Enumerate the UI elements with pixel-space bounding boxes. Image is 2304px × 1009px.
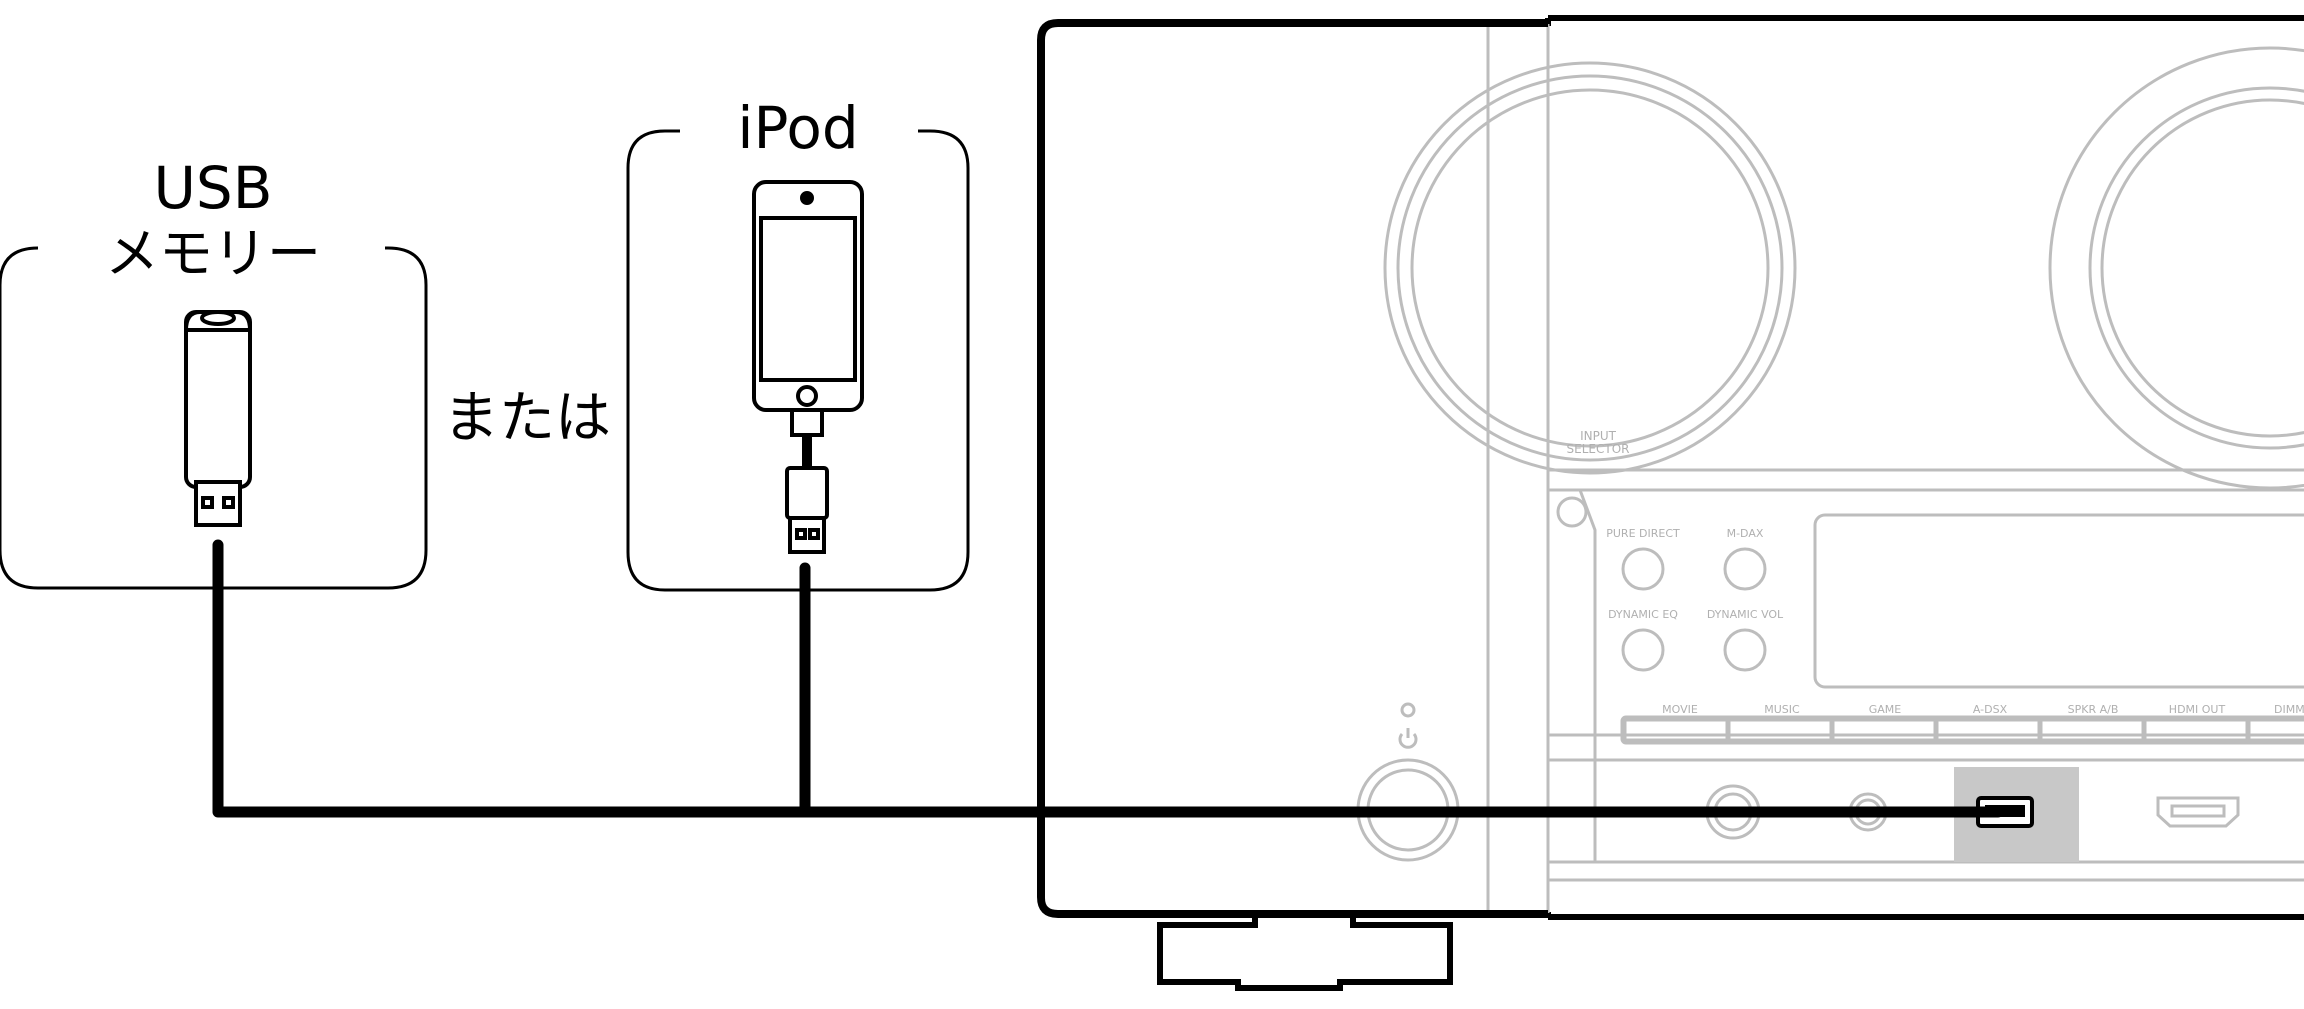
usb-memory-box: [0, 246, 428, 590]
input-selector-mid-ring: [1396, 74, 1784, 462]
strip-button-a-dsx[interactable]: [1935, 718, 2041, 742]
strip-label-movie: MOVIE: [1662, 703, 1698, 716]
input-selector-label-1: INPUT: [1580, 429, 1617, 443]
volume-knob-face[interactable]: [2088, 86, 2304, 450]
usb-label-line2: メモリー: [105, 222, 321, 285]
input-selector-outer-ring: [1383, 61, 1797, 475]
usb-stick-icon: [183, 310, 253, 527]
m-dax-button[interactable]: [1723, 547, 1767, 591]
lightning-cable-icon: [785, 408, 829, 554]
strip-label-dimm: DIMM: [2274, 703, 2304, 716]
strip-label-spkr: SPKR A/B: [2068, 703, 2119, 716]
ipod-box: [626, 129, 970, 592]
strip-label-game: GAME: [1869, 703, 1902, 716]
strip-button-game[interactable]: [1831, 718, 1937, 742]
power-indicator: [1400, 702, 1416, 718]
receiver-face: [1300, 22, 2304, 915]
strip-button-dimm[interactable]: [2247, 718, 2304, 742]
volume-knob-inner: [2100, 98, 2304, 438]
strip-button-music[interactable]: [1727, 718, 1833, 742]
dynamic-vol-button[interactable]: [1723, 628, 1767, 672]
strip-label-a-dsx: A-DSX: [1973, 703, 2008, 716]
strip-button-spkr[interactable]: [2039, 718, 2145, 742]
dynamic-eq-label: DYNAMIC EQ: [1608, 608, 1678, 621]
front-display: [1813, 513, 2304, 689]
dynamic-eq-button[interactable]: [1621, 628, 1665, 672]
input-selector-label-2: SELECTOR: [1567, 442, 1630, 456]
volume-outer-ring: [2048, 46, 2304, 490]
input-selector-knob-face[interactable]: [1410, 88, 1770, 448]
or-label: または: [443, 386, 611, 451]
power-icon: [1398, 728, 1418, 749]
dynamic-vol-label: DYNAMIC VOL: [1707, 608, 1784, 621]
pure-direct-button[interactable]: [1621, 547, 1665, 591]
remote-sensor: [1556, 496, 1588, 528]
strip-label-hdmi-out: HDMI OUT: [2169, 703, 2226, 716]
usb-cable: [212, 539, 2004, 818]
ipod-device-icon: [752, 180, 864, 412]
strip-label-music: MUSIC: [1764, 703, 1800, 716]
quick-button-strip: [1620, 715, 2304, 745]
receiver-foot: [1157, 915, 1453, 991]
receiver-outline: [1039, 15, 2304, 920]
strip-button-hdmi-out[interactable]: [2143, 718, 2249, 742]
hdmi-front-port[interactable]: [2156, 796, 2240, 828]
strip-button-movie[interactable]: [1623, 718, 1729, 742]
pure-direct-label: PURE DIRECT: [1606, 527, 1680, 540]
m-dax-label: M-DAX: [1727, 527, 1764, 540]
ipod-label: iPod: [737, 94, 858, 162]
usb-label-line1: USB: [153, 154, 272, 222]
